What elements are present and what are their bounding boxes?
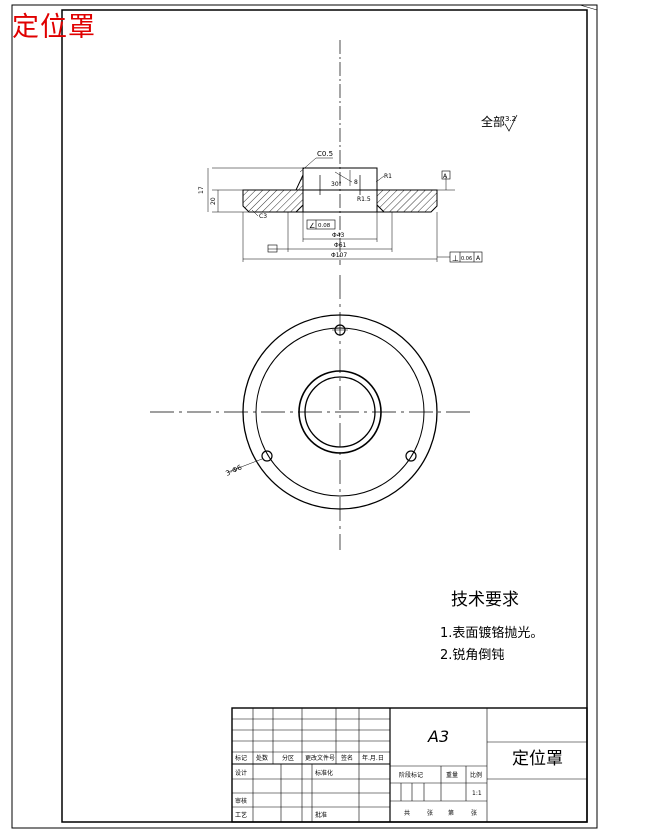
sheet-size: A3 (428, 727, 450, 746)
datum-letter: A (443, 173, 448, 180)
dim-chamfer-bottom: C3 (259, 213, 267, 220)
hdr-review: 审核 (235, 797, 247, 805)
dim-angle: 30° (331, 181, 342, 188)
banner-title: 定位罩 (12, 12, 96, 43)
flatness-frame (306, 219, 336, 230)
dim-chamfer-top: C0.5 (317, 150, 333, 158)
tb-scale: 1:1 (472, 790, 482, 797)
tech-requirements-heading: 技术要求 (451, 590, 519, 610)
dim-diameter-61: Φ61 (334, 242, 347, 249)
datum-box (441, 170, 451, 180)
hdr-stage-mark: 阶段标记 (399, 771, 423, 779)
plan-view (150, 275, 470, 550)
hdr-process: 工艺 (235, 811, 247, 819)
hdr-date: 年.月.日 (362, 754, 384, 762)
dim-outer-diameter: Φ107 (331, 252, 347, 259)
outer-border (11, 4, 598, 829)
tech-requirement-item: 2.锐角倒钝 (440, 648, 505, 663)
perp-symbol: ⊥ (452, 254, 459, 263)
dim-height-17: 17 (198, 186, 205, 194)
hdr-sheet2: 张 (471, 809, 477, 817)
flatness-tolerance: 0.08 (318, 223, 331, 229)
left-flange-section (242, 174, 304, 213)
perpendicularity-frame (449, 251, 483, 263)
dim-radius-r15: R1.5 (357, 196, 371, 203)
roughness-label: 全部 (481, 115, 506, 129)
hdr-change-doc: 更改文件号 (305, 754, 335, 762)
hdr-weight: 重量 (446, 771, 458, 779)
perp-tolerance: 0.06 (461, 256, 472, 262)
frame-notch (579, 4, 598, 11)
roughness-value: 3.2 (505, 115, 516, 123)
hdr-approve: 批准 (315, 811, 327, 819)
hdr-standardize: 标准化 (315, 769, 333, 777)
tech-requirement-item: 1.表面镀铬抛光。 (440, 626, 544, 641)
boss-outer-circle (298, 370, 382, 454)
hdr-ratio: 比例 (470, 771, 482, 779)
title-block (231, 707, 588, 823)
bore-circle (304, 376, 376, 448)
flatness-symbol: ∠ (309, 222, 315, 230)
hdr-total: 共 (404, 809, 410, 817)
holes-label: 3-Φ6 (224, 463, 243, 478)
section-view (207, 40, 455, 265)
right-flange-section (376, 175, 438, 213)
perp-datum: A (476, 255, 481, 262)
hole-left (261, 450, 273, 462)
dim-radius-r1: R1 (384, 173, 392, 180)
hdr-zone: 分区 (282, 754, 294, 762)
inner-border (61, 9, 588, 823)
hdr-signature: 签名 (341, 754, 353, 762)
bolt-circle (255, 327, 425, 497)
hdr-count: 处数 (256, 754, 268, 762)
dim-depth: 8 (354, 179, 358, 186)
hdr-sheet: 张 (427, 809, 433, 817)
roughness-symbol (504, 114, 518, 132)
outer-circle (242, 314, 438, 510)
part-name: 定位罩 (512, 749, 563, 769)
perp-note-box (267, 244, 278, 253)
dim-bore: Φ43 (332, 232, 345, 239)
hole-right (405, 450, 417, 462)
hdr-number: 第 (448, 809, 454, 817)
hdr-mark: 标记 (235, 754, 247, 762)
holes-leader (227, 458, 263, 473)
boss-outline (302, 167, 378, 175)
dim-height-20: 20 (210, 197, 217, 205)
hdr-design: 设计 (235, 769, 247, 777)
